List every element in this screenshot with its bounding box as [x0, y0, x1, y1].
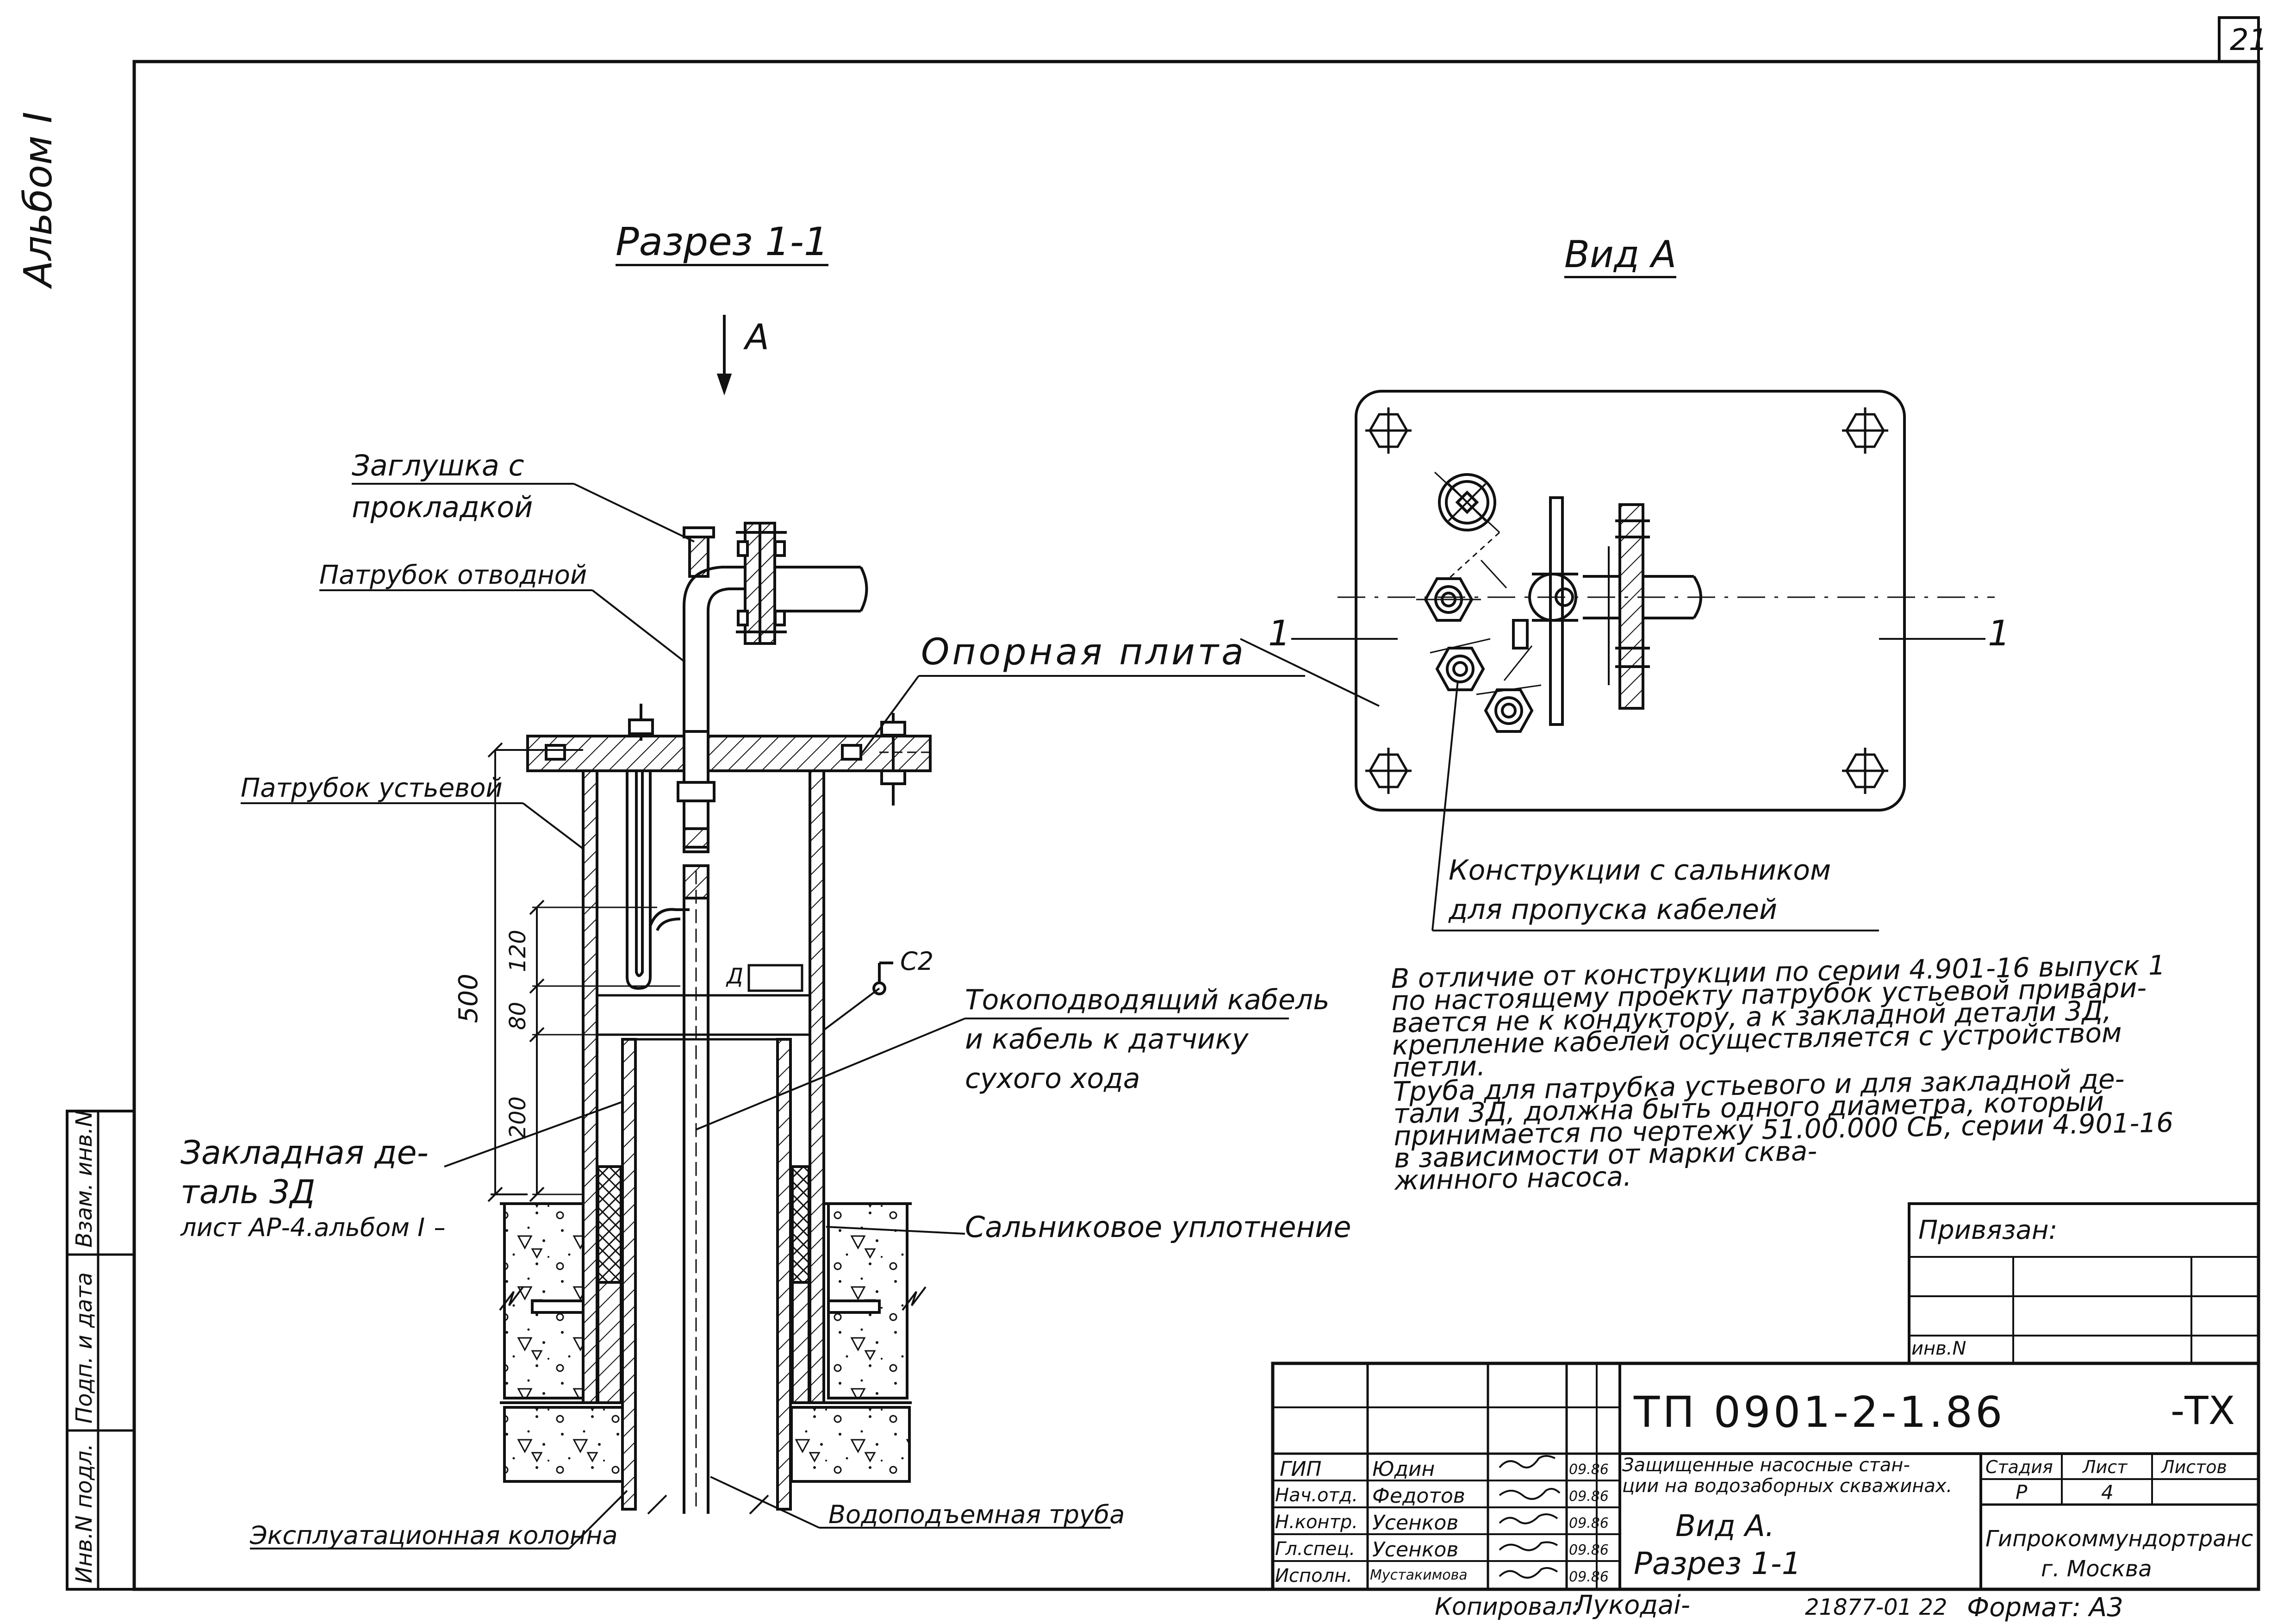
format-label: Формат: А3 [1967, 1593, 2123, 1623]
copied-label: Копировал: [1435, 1593, 1580, 1621]
staff-name: Юдин [1372, 1457, 1435, 1481]
label-casing: Эксплуатационная колонна [250, 1521, 618, 1550]
staff-role: ГИП [1280, 1457, 1322, 1481]
dim-120: 120 [505, 930, 531, 972]
section-dimensions [487, 742, 680, 1202]
staff-date: 09.86 [1569, 1515, 1609, 1531]
side-stamp-replace: Взам. инв.N [71, 1110, 97, 1248]
doc-suffix: -ТХ [2171, 1388, 2235, 1433]
view-arrow-label: А [745, 316, 769, 357]
copied-signature: Лукодаі- [1574, 1590, 1691, 1620]
label-embedded-3: лист АР-4.альбом I [180, 1213, 425, 1242]
sheet-value: 4 [2101, 1481, 2114, 1504]
binding-inv: инв.N [1911, 1338, 1966, 1359]
project-line-2: ции на водозаборных скважинах. [1622, 1475, 1953, 1497]
staff-role: Исполн. [1275, 1565, 1352, 1587]
side-stamp-sign: Подп. и дата [71, 1272, 97, 1424]
stage-header: Стадия [1985, 1457, 2053, 1477]
staff-role: Н.контр. [1275, 1512, 1358, 1533]
view-a-axis-right: 1 [1988, 612, 2010, 654]
stage-value: Р [2016, 1481, 2028, 1504]
project-line-1: Защищенные насосные стан- [1622, 1455, 1910, 1476]
label-embedded-2: таль 3Д [180, 1173, 316, 1211]
label-wellhead-pipe: Патрубок устьевой [241, 773, 503, 803]
dim-80: 80 [505, 1001, 531, 1030]
mark-d: Д [727, 963, 743, 988]
sheet-frame [66, 16, 2260, 1591]
staff-role: Гл.спец. [1275, 1538, 1356, 1560]
staff-name: Усенков [1372, 1538, 1459, 1562]
dim-200: 200 [505, 1096, 531, 1139]
label-plug-2: прокладкой [352, 490, 533, 524]
staff-date: 09.86 [1569, 1569, 1609, 1585]
order-number: 21877-01 22 [1805, 1594, 1948, 1620]
staff-name: Мустакимова [1370, 1567, 1468, 1583]
label-embedded-1: Закладная де- [180, 1134, 429, 1172]
view-a-drawing [1240, 390, 1995, 931]
staff-date: 09.86 [1569, 1462, 1609, 1478]
mark-c2: С2 [900, 947, 934, 976]
section-drawing [499, 315, 935, 1515]
staff-name: Федотов [1372, 1484, 1465, 1508]
album-label: Альбом I [15, 112, 61, 287]
side-stamp-inv: Инв.N подл. [71, 1443, 97, 1583]
sheet-title-2: Разрез 1-1 [1634, 1546, 1801, 1581]
label-branch-pipe: Патрубок отводной [319, 560, 587, 590]
view-a-axis-left: 1 [1268, 612, 1291, 654]
sheets-header: Листов [2161, 1457, 2227, 1477]
dim-500: 500 [454, 974, 484, 1023]
binding-title: Привязан: [1918, 1215, 2058, 1245]
staff-date: 09.86 [1569, 1542, 1609, 1558]
notes-block: В отличие от конструкции по серии 4.901-… [1391, 949, 2174, 1196]
org-line-1: Гипрокоммундортранс [1985, 1526, 2253, 1552]
label-riser-pipe: Водоподъемная труба [828, 1500, 1125, 1529]
label-power-cable-2: и кабель к датчику [965, 1023, 1249, 1056]
sheet-header: Лист [2083, 1457, 2128, 1477]
label-power-cable-3: сухого хода [965, 1062, 1140, 1095]
doc-code: ТП 0901-2-1.86 [1634, 1387, 2005, 1437]
sheet-title-1: Вид А. [1675, 1509, 1775, 1543]
label-support-plate: Опорная плита [921, 631, 1246, 673]
staff-name: Усенков [1372, 1511, 1459, 1535]
label-gland-seal: Сальниковое уплотнение [965, 1210, 1351, 1244]
view-a-label-1: Конструкции с сальником [1449, 854, 1831, 887]
view-a-title: Вид А [1564, 236, 1677, 278]
staff-date: 09.86 [1569, 1488, 1609, 1505]
view-a-label-2: для пропуска кабелей [1449, 893, 1778, 926]
label-power-cable-1: Токоподводящий кабель [965, 984, 1330, 1016]
section-title: Разрез 1-1 [616, 222, 829, 266]
section-leaders [241, 483, 1305, 1549]
title-block [1271, 1362, 2260, 1591]
sheet-number: 21 [2230, 23, 2268, 57]
org-line-2: г. Москва [2041, 1556, 2152, 1582]
staff-role: Нач.отд. [1275, 1485, 1358, 1506]
label-plug-1: Заглушка с [352, 449, 524, 482]
